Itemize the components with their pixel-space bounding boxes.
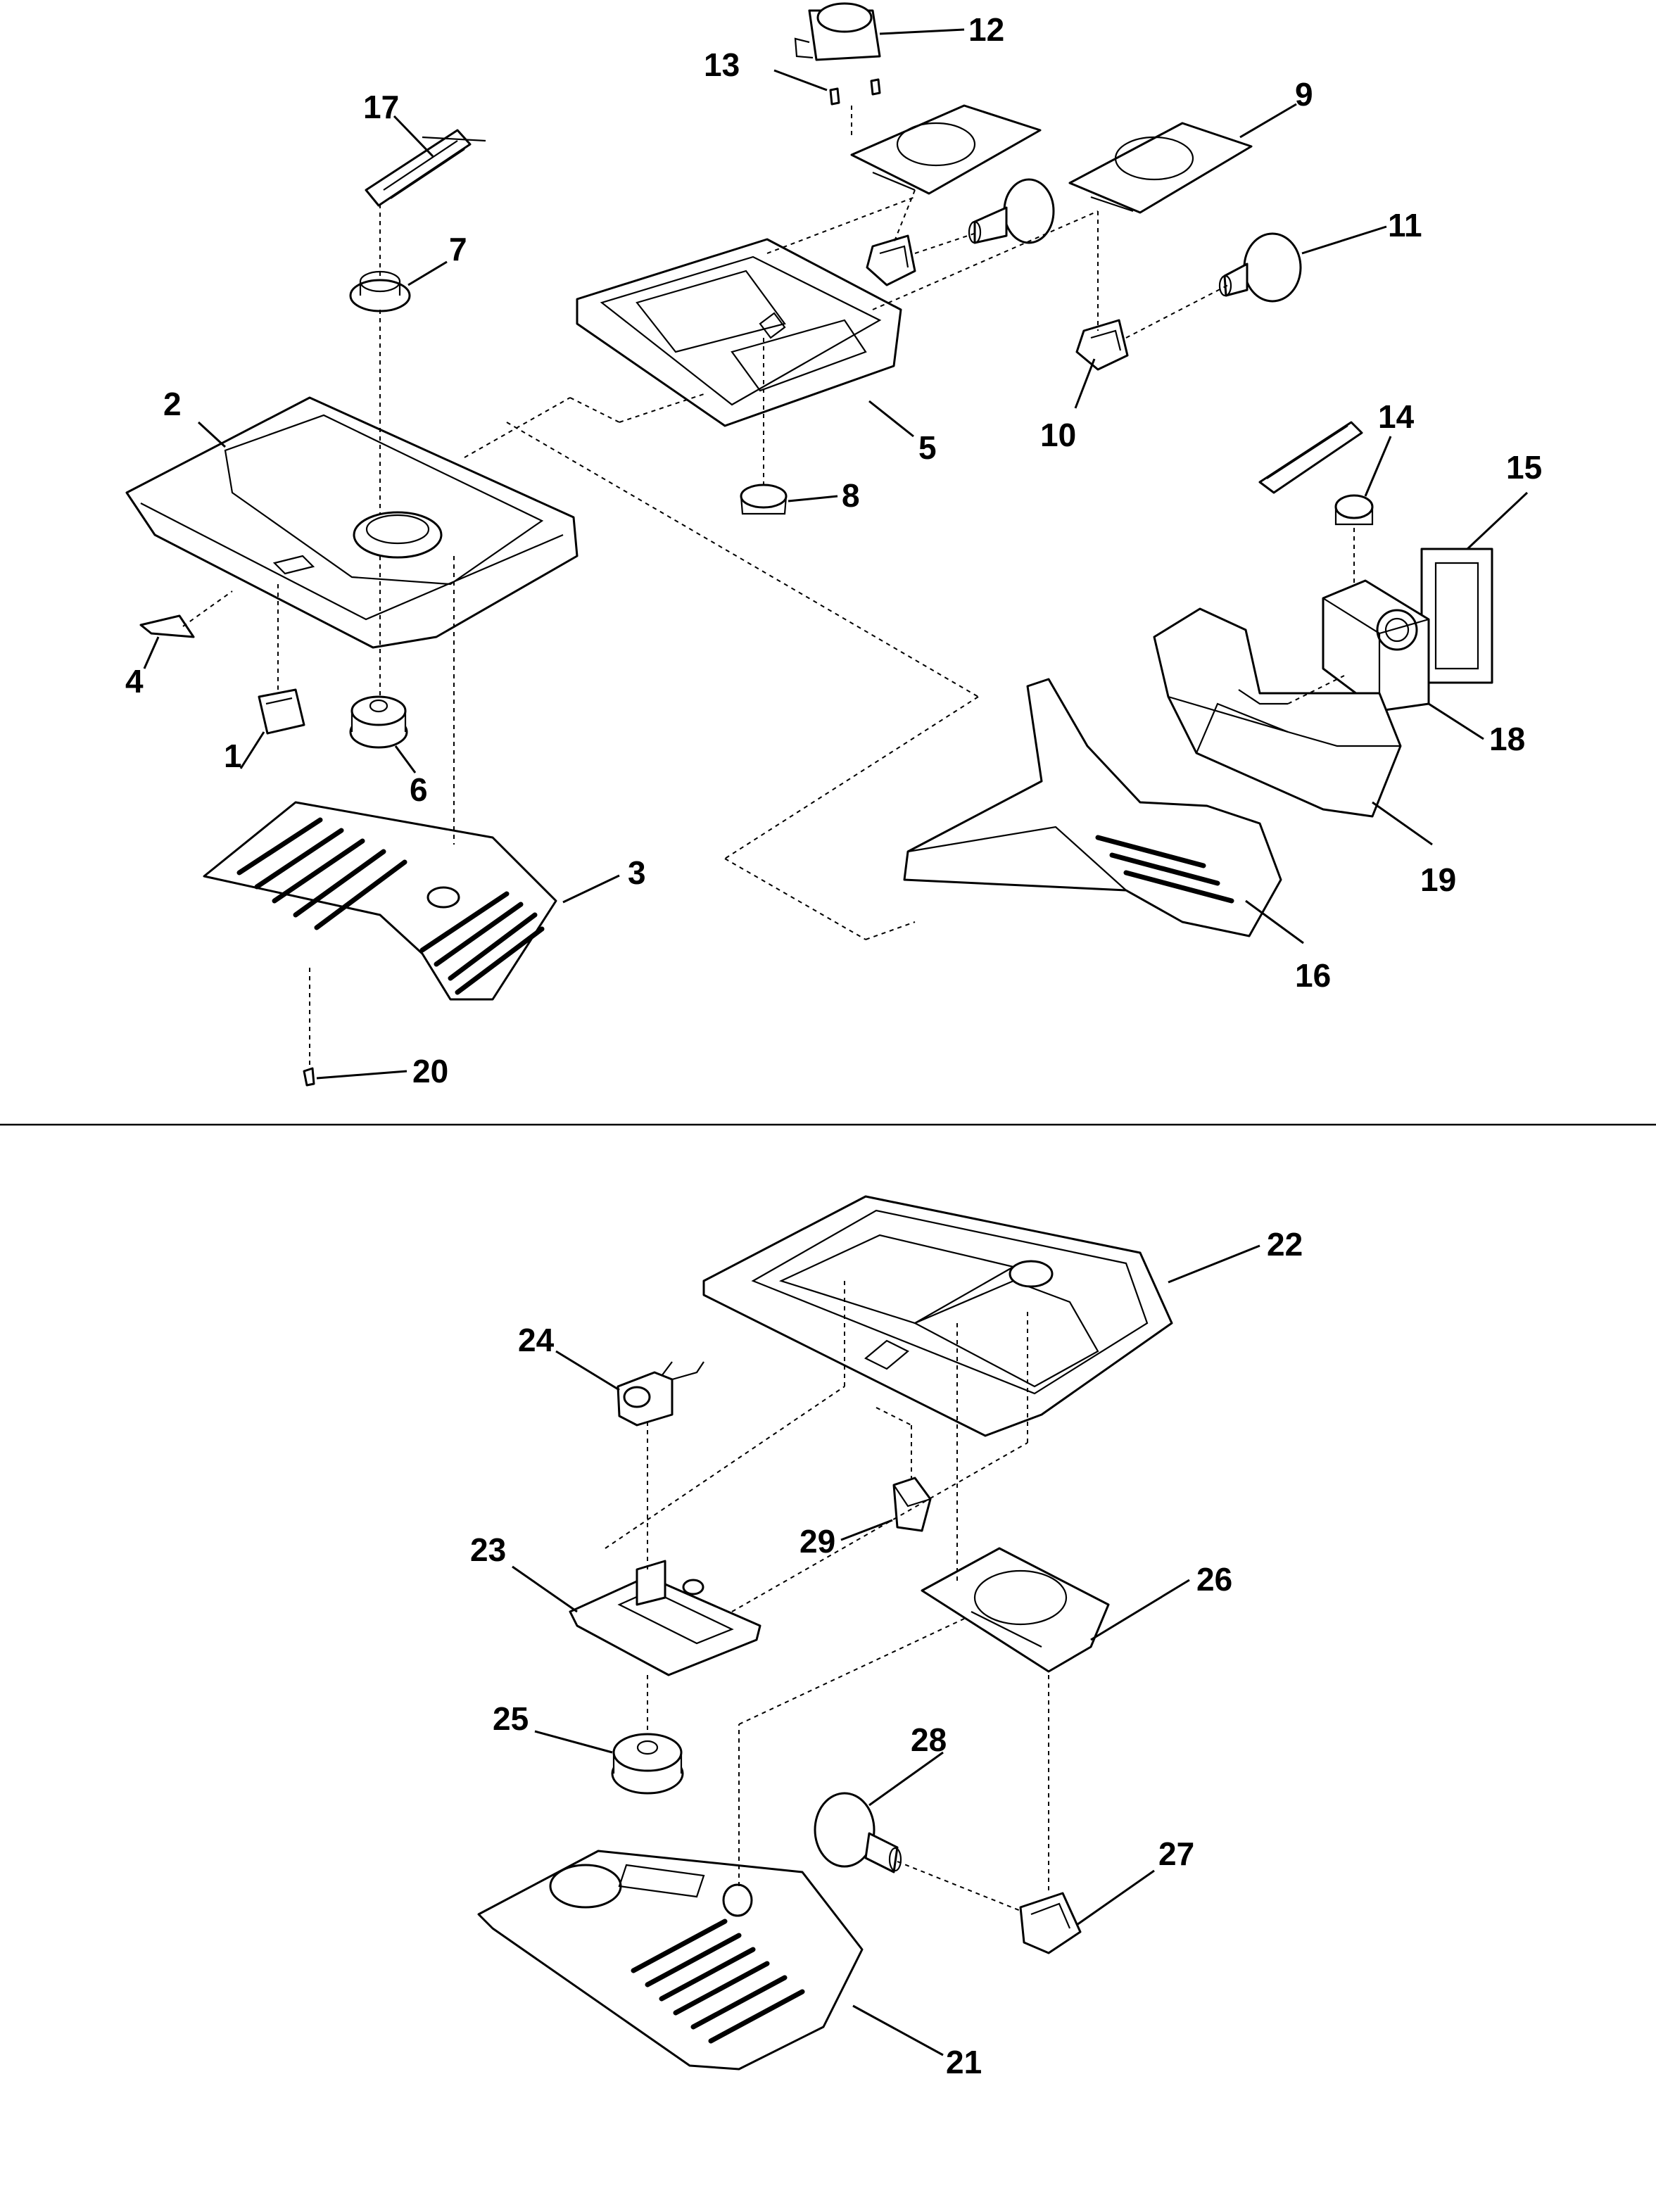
part-29-switch bbox=[892, 1477, 932, 1532]
callout-7: 7 bbox=[449, 231, 467, 267]
part-21-drip-tray bbox=[477, 1850, 864, 2071]
part-16-chute bbox=[903, 678, 1282, 937]
callout-26: 26 bbox=[1196, 1561, 1232, 1598]
callout-16: 16 bbox=[1295, 957, 1331, 994]
part-18-control-box bbox=[1322, 579, 1430, 712]
part-4-clip bbox=[139, 614, 195, 638]
part-19-housing bbox=[1153, 607, 1402, 818]
part-25-knob bbox=[611, 1733, 684, 1795]
callout-21: 21 bbox=[946, 2044, 982, 2080]
lamp-cover-left bbox=[850, 104, 1042, 195]
callout-19: 19 bbox=[1420, 861, 1456, 898]
callout-6: 6 bbox=[410, 771, 428, 808]
part-14-knob bbox=[1258, 421, 1374, 526]
part-10-socket bbox=[1075, 319, 1129, 371]
upper-alignment-lines bbox=[182, 106, 1355, 1066]
part-9-lamp-cover bbox=[1068, 122, 1253, 214]
part-12-motor bbox=[794, 2, 881, 61]
lamp-socket-left bbox=[866, 234, 916, 286]
callout-27: 27 bbox=[1158, 1835, 1194, 1872]
callout-29: 29 bbox=[799, 1523, 835, 1560]
part-5-bracket bbox=[576, 238, 902, 427]
callout-15: 15 bbox=[1506, 449, 1542, 486]
part-26-lamp-cover bbox=[921, 1547, 1110, 1673]
callout-8: 8 bbox=[842, 477, 860, 514]
part-17-strip bbox=[365, 129, 486, 207]
callout-1: 1 bbox=[224, 738, 242, 774]
callout-24: 24 bbox=[518, 1322, 555, 1358]
part-8-knob bbox=[740, 484, 788, 515]
callout-2: 2 bbox=[163, 386, 182, 422]
part-15-frame bbox=[1420, 548, 1493, 684]
callout-18: 18 bbox=[1489, 721, 1525, 757]
callout-20: 20 bbox=[412, 1053, 448, 1089]
part-28-bulb bbox=[814, 1792, 902, 1873]
part-11-bulb bbox=[1218, 232, 1302, 303]
part-3-grille bbox=[203, 801, 557, 1001]
part-27-socket bbox=[1019, 1892, 1082, 1954]
callout-3: 3 bbox=[628, 854, 646, 891]
callout-17: 17 bbox=[363, 89, 399, 125]
callout-14: 14 bbox=[1378, 398, 1415, 435]
part-23-housing bbox=[569, 1560, 761, 1676]
part-24-sensor bbox=[617, 1361, 704, 1427]
callouts: 1 2 3 4 5 6 7 8 9 10 11 12 13 bbox=[125, 11, 1542, 2080]
part-2-cover-tray bbox=[125, 396, 579, 649]
callout-22: 22 bbox=[1267, 1226, 1303, 1263]
callout-25: 25 bbox=[493, 1700, 529, 1737]
callout-4: 4 bbox=[125, 663, 144, 700]
callout-23: 23 bbox=[470, 1531, 506, 1568]
callout-5: 5 bbox=[918, 429, 937, 466]
callout-12: 12 bbox=[968, 11, 1004, 48]
part-7-grommet bbox=[349, 270, 411, 312]
part-13-screws bbox=[829, 78, 881, 106]
part-20-screw bbox=[303, 1067, 315, 1087]
lower-alignment-lines bbox=[605, 1281, 1049, 1911]
lamp-bulb-left bbox=[968, 178, 1055, 244]
part-6-knob bbox=[349, 695, 408, 749]
part-22-liner-tray bbox=[702, 1195, 1173, 1437]
callout-28: 28 bbox=[911, 1721, 947, 1758]
callout-10: 10 bbox=[1040, 417, 1076, 453]
callout-13: 13 bbox=[704, 46, 740, 83]
callout-9: 9 bbox=[1295, 76, 1313, 113]
callout-11: 11 bbox=[1388, 207, 1422, 244]
part-1-switch bbox=[258, 688, 305, 735]
